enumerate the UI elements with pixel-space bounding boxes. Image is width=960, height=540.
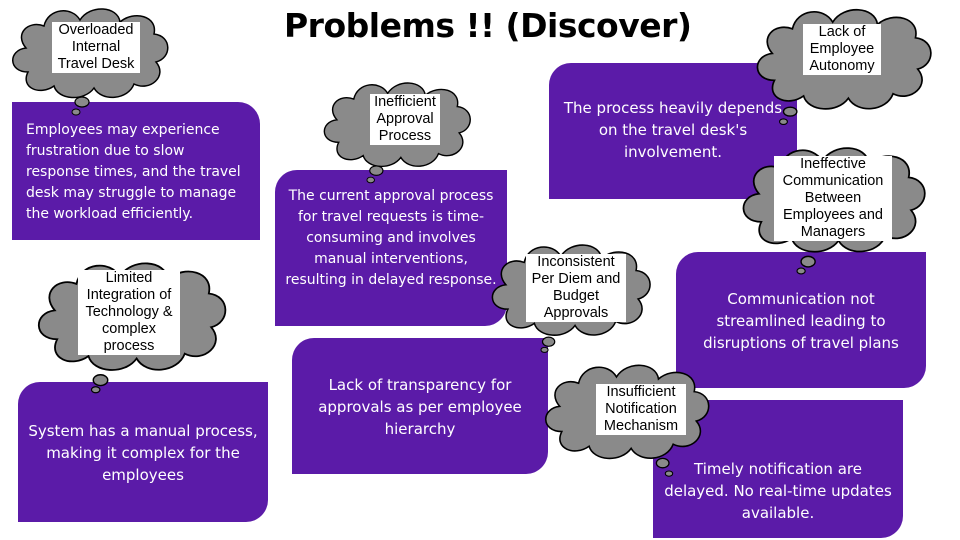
problem-label: Inconsistent Per Diem and Budget Approva… bbox=[526, 254, 626, 322]
problem-box-insufficient-notification: Timely notification are delayed. No real… bbox=[653, 400, 903, 538]
problem-label: Inefficient Approval Process bbox=[370, 94, 440, 145]
problem-description: Communication not streamlined leading to… bbox=[703, 290, 899, 352]
problem-label: Limited Integration of Technology & comp… bbox=[78, 270, 180, 355]
problem-box-inconsistent-per-diem: Lack of transparency for approvals as pe… bbox=[292, 338, 548, 474]
problem-description: Employees may experience frustration due… bbox=[26, 122, 241, 222]
problem-description: The process heavily depends on the trave… bbox=[563, 99, 783, 161]
problem-box-employee-autonomy: The process heavily depends on the trave… bbox=[549, 63, 797, 199]
page-title: Problems !! (Discover) bbox=[284, 6, 692, 45]
problem-description: The current approval process for travel … bbox=[285, 188, 497, 288]
problem-box-ineffective-communication: Communication not streamlined leading to… bbox=[676, 252, 926, 388]
problem-box-limited-integration: System has a manual process, making it c… bbox=[18, 382, 268, 522]
problem-description: Lack of transparency for approvals as pe… bbox=[318, 376, 522, 438]
problem-label: Ineffective Communication Between Employ… bbox=[774, 156, 892, 241]
problem-description: Timely notification are delayed. No real… bbox=[664, 460, 892, 522]
problem-label: Overloaded Internal Travel Desk bbox=[52, 22, 140, 73]
problem-label: Lack of Employee Autonomy bbox=[803, 24, 881, 75]
problem-label: Insufficient Notification Mechanism bbox=[596, 384, 686, 435]
problem-box-inefficient-approval: The current approval process for travel … bbox=[275, 170, 507, 326]
problem-box-overloaded-travel-desk: Employees may experience frustration due… bbox=[12, 102, 260, 240]
problem-description: System has a manual process, making it c… bbox=[28, 422, 258, 484]
